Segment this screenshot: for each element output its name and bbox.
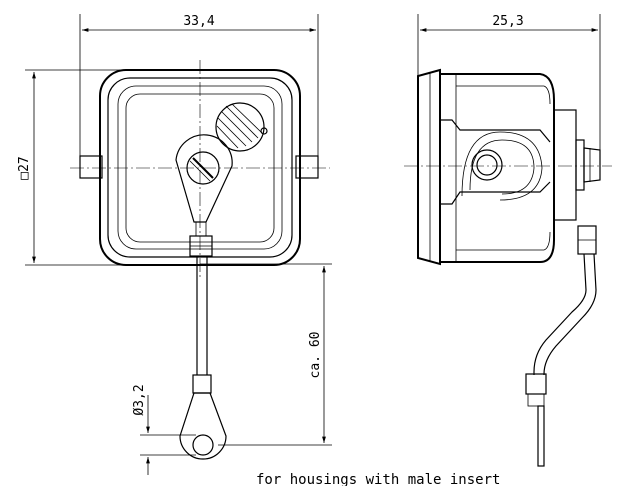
side-crimp <box>525 373 547 395</box>
length-label: ca. 60 <box>308 332 323 379</box>
right-pin <box>295 155 319 179</box>
dimension-hole: Ø3,2 <box>132 384 196 475</box>
dimension-length: ca. 60 <box>200 263 332 446</box>
side-eyelet <box>537 405 545 467</box>
screw-slot <box>192 157 214 179</box>
strap-lug <box>175 134 233 223</box>
dimension-width-front: 33,4 <box>79 14 319 160</box>
eyelet <box>179 392 227 460</box>
caption: for housings with male insert <box>256 472 500 486</box>
width-side-label: 25,3 <box>492 14 523 29</box>
hole-label: Ø3,2 <box>132 384 147 415</box>
front-view: 33,4 □27 <box>17 14 332 475</box>
strap-crimp <box>192 374 212 394</box>
eyelet-hole <box>192 434 214 456</box>
left-pin <box>79 155 103 179</box>
square-label: □27 <box>17 156 32 179</box>
width-front-label: 33,4 <box>183 14 214 29</box>
dimension-width-side: 25,3 <box>417 14 601 150</box>
flange <box>417 68 441 266</box>
side-strap <box>533 253 587 375</box>
side-screw <box>471 149 503 181</box>
side-view: 25,3 <box>404 14 612 467</box>
side-grip-plate <box>553 109 577 221</box>
grip-knob <box>215 102 268 152</box>
screw-head <box>186 151 220 185</box>
